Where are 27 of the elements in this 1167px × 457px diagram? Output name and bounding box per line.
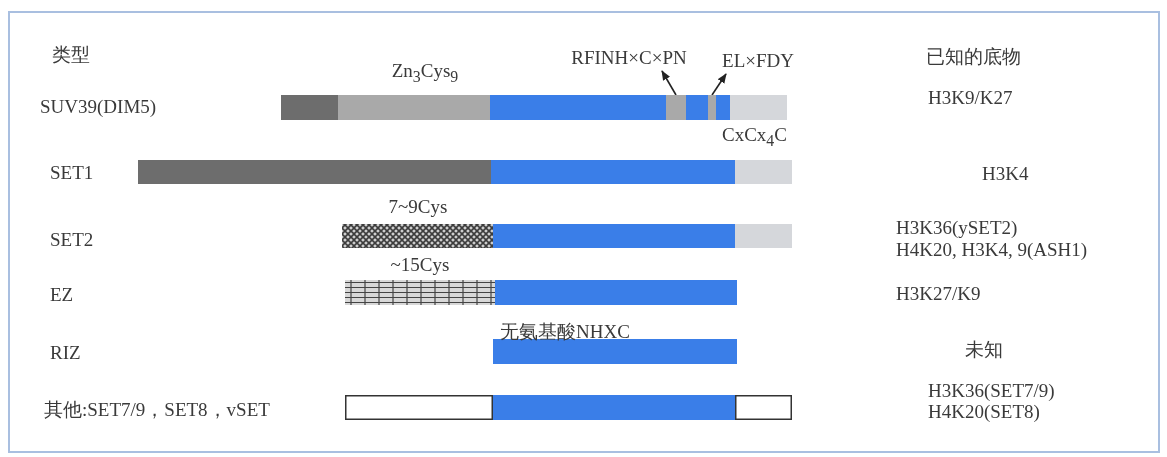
domain-label: Zn$_{3}$Cys$_{9}$	[391, 60, 459, 87]
domain-label: ~15Cys	[390, 254, 450, 276]
protein-name: SET2	[50, 229, 94, 251]
domain-label: 无氨基酸NHXC	[500, 321, 630, 343]
domain-label: 7~9Cys	[388, 196, 448, 218]
substrate-label: H3K9/K27	[928, 87, 1013, 109]
substrate-label: H4K20, H3K4, 9(ASH1)	[896, 239, 1088, 261]
protein-name: SET1	[50, 162, 94, 184]
protein-name: EZ	[50, 284, 74, 306]
column-heading: 已知的底物	[926, 46, 1021, 68]
motif-label: RFINH×C×PN	[556, 46, 702, 70]
protein-name: RIZ	[50, 342, 81, 364]
substrate-label: H4K20(SET8)	[928, 401, 1040, 423]
substrate-label: H3K4	[982, 163, 1029, 185]
domain-label: CxCx$_{4}$C	[722, 124, 787, 151]
leader-arrow	[661, 70, 677, 96]
motif-label: EL×FDY	[711, 49, 805, 73]
column-heading: 类型	[52, 44, 90, 66]
substrate-label: H3K27/K9	[896, 283, 981, 305]
leader-arrow	[711, 73, 727, 96]
substrate-label: H3K36(SET7/9)	[928, 380, 1055, 402]
motif-segment	[666, 95, 686, 120]
motif-segment	[708, 95, 716, 120]
substrate-label: H3K36(ySET2)	[896, 217, 1018, 239]
protein-name: SUV39(DIM5)	[40, 96, 157, 118]
protein-name: 其他:SET7/9，SET8，vSET	[44, 399, 270, 421]
substrate-label: 未知	[965, 339, 1003, 361]
